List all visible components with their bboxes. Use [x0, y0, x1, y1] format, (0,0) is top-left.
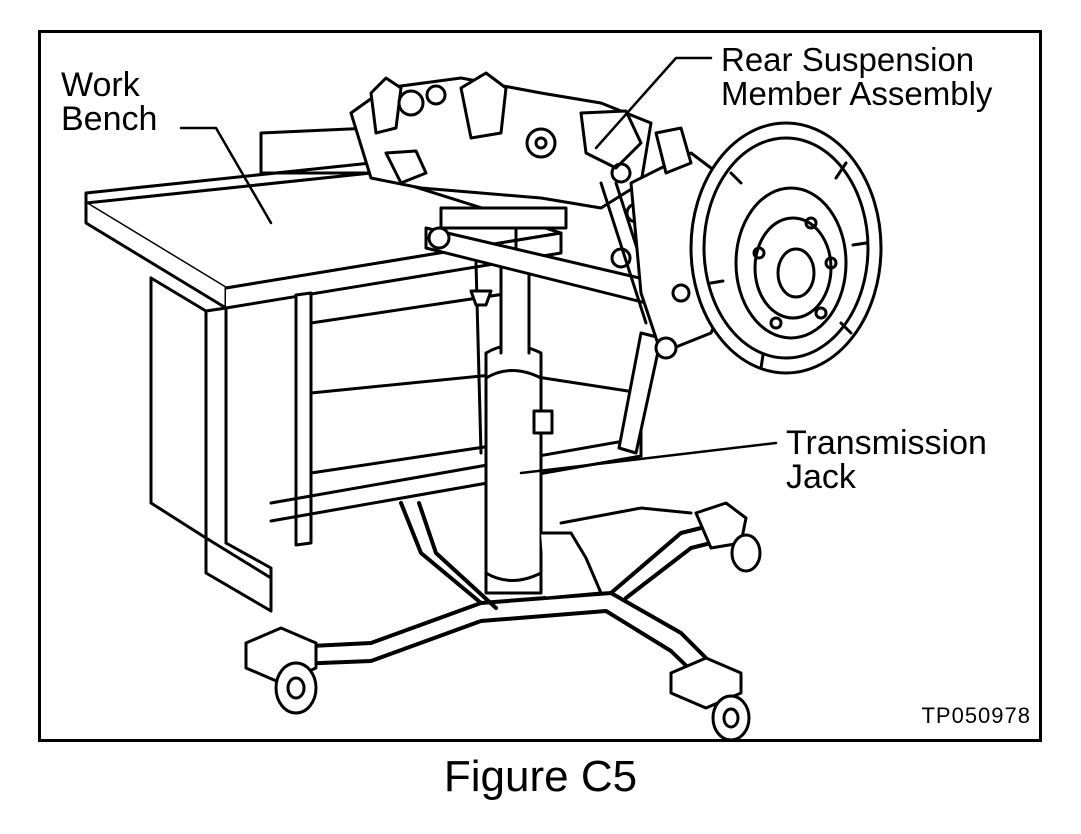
caster-front-left [244, 626, 318, 715]
line-drawing [84, 56, 883, 739]
figure-frame: Work Bench Rear Suspension Member Assemb… [38, 30, 1042, 742]
leader-lines [179, 56, 778, 475]
label-work-bench-line1: Work [61, 66, 140, 104]
label-rear-suspension-line1: Rear Suspension [721, 41, 975, 78]
figure-caption: Figure C5 [443, 752, 638, 801]
label-transmission-jack: Transmission Jack [786, 426, 987, 494]
transmission-jack-drawing [244, 206, 762, 739]
label-transmission-jack-line1: Transmission [786, 424, 987, 462]
work-bench-drawing [84, 126, 643, 613]
caster-rear-right [694, 501, 762, 573]
label-transmission-jack-line2: Jack [786, 458, 856, 496]
label-rear-suspension-line2: Member Assembly [721, 75, 993, 112]
label-work-bench-line2: Bench [61, 100, 158, 138]
caster-front-right [669, 656, 751, 739]
label-rear-suspension: Rear Suspension Member Assembly [721, 43, 992, 111]
figure-code: TP050978 [921, 703, 1031, 728]
rear-suspension-drawing [349, 71, 883, 455]
label-work-bench: Work Bench [61, 68, 157, 136]
